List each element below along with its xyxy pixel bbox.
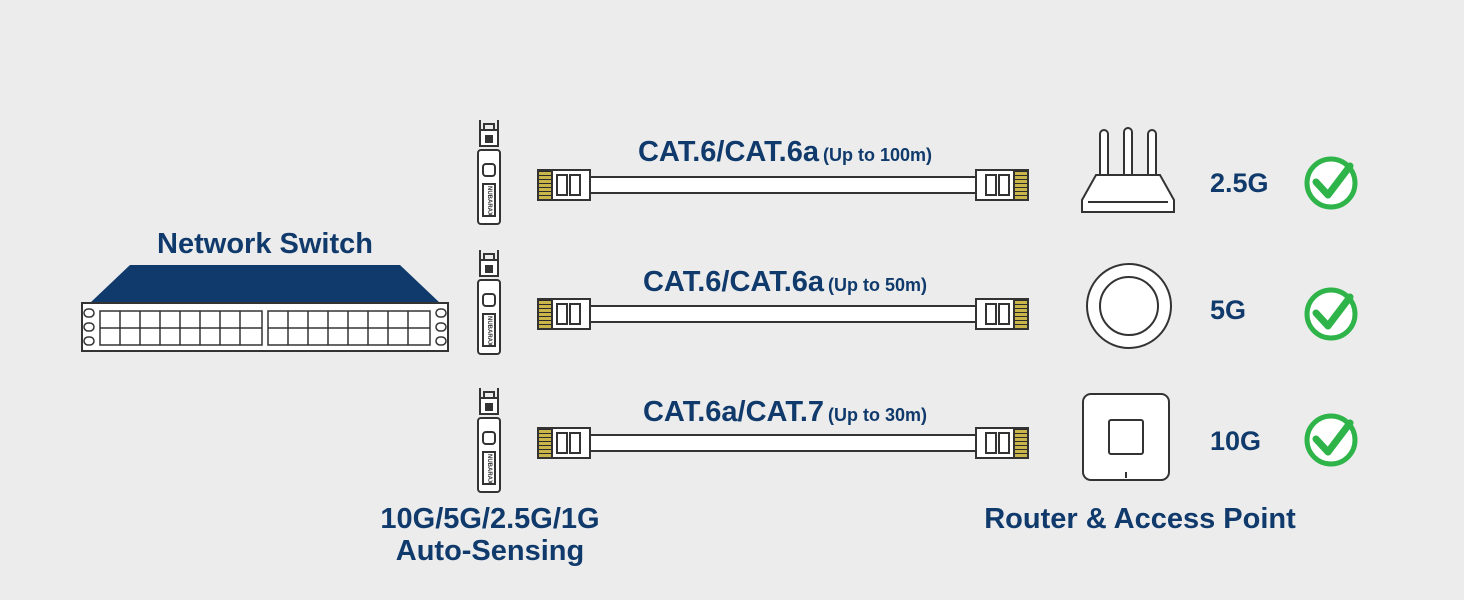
ethernet-cable-icon [538,299,1028,329]
cable-type: CAT.6/CAT.6a [638,136,819,168]
check-icon [1307,290,1355,338]
ceiling-access-point-icon [1087,264,1171,348]
sfp-module-brand: NUBARAX [486,454,492,484]
ethernet-cable-icon [538,170,1028,200]
speed-label: 10G [1210,426,1290,457]
cable-type: CAT.6a/CAT.7 [643,396,824,428]
network-switch-icon [82,265,448,351]
cable-distance-note: (Up to 30m) [828,405,927,425]
cable-label-1: CAT.6/CAT.6a(Up to 100m) [540,136,1030,169]
devices-caption: Router & Access Point [960,503,1320,536]
wall-access-point-icon [1083,394,1169,480]
router-icon [1082,128,1174,212]
cable-label-2: CAT.6/CAT.6a(Up to 50m) [540,266,1030,299]
cable-label-3: CAT.6a/CAT.7(Up to 30m) [540,396,1030,429]
sfp-caption-line1: 10G/5G/2.5G/1G [340,503,640,535]
network-switch-title: Network Switch [110,228,420,261]
sfp-module-brand: NUBARAX [486,316,492,346]
speed-label: 2.5G [1210,168,1290,199]
ethernet-cable-icon [538,428,1028,458]
sfp-caption-line2: Auto-Sensing [340,535,640,567]
sfp-module-brand: NUBARAX [486,186,492,216]
cable-distance-note: (Up to 100m) [823,145,932,165]
check-icon [1307,159,1355,207]
cable-distance-note: (Up to 50m) [828,275,927,295]
cable-type: CAT.6/CAT.6a [643,266,824,298]
speed-label: 5G [1210,295,1290,326]
sfp-caption: 10G/5G/2.5G/1G Auto-Sensing [340,503,640,567]
check-icon [1307,416,1355,464]
